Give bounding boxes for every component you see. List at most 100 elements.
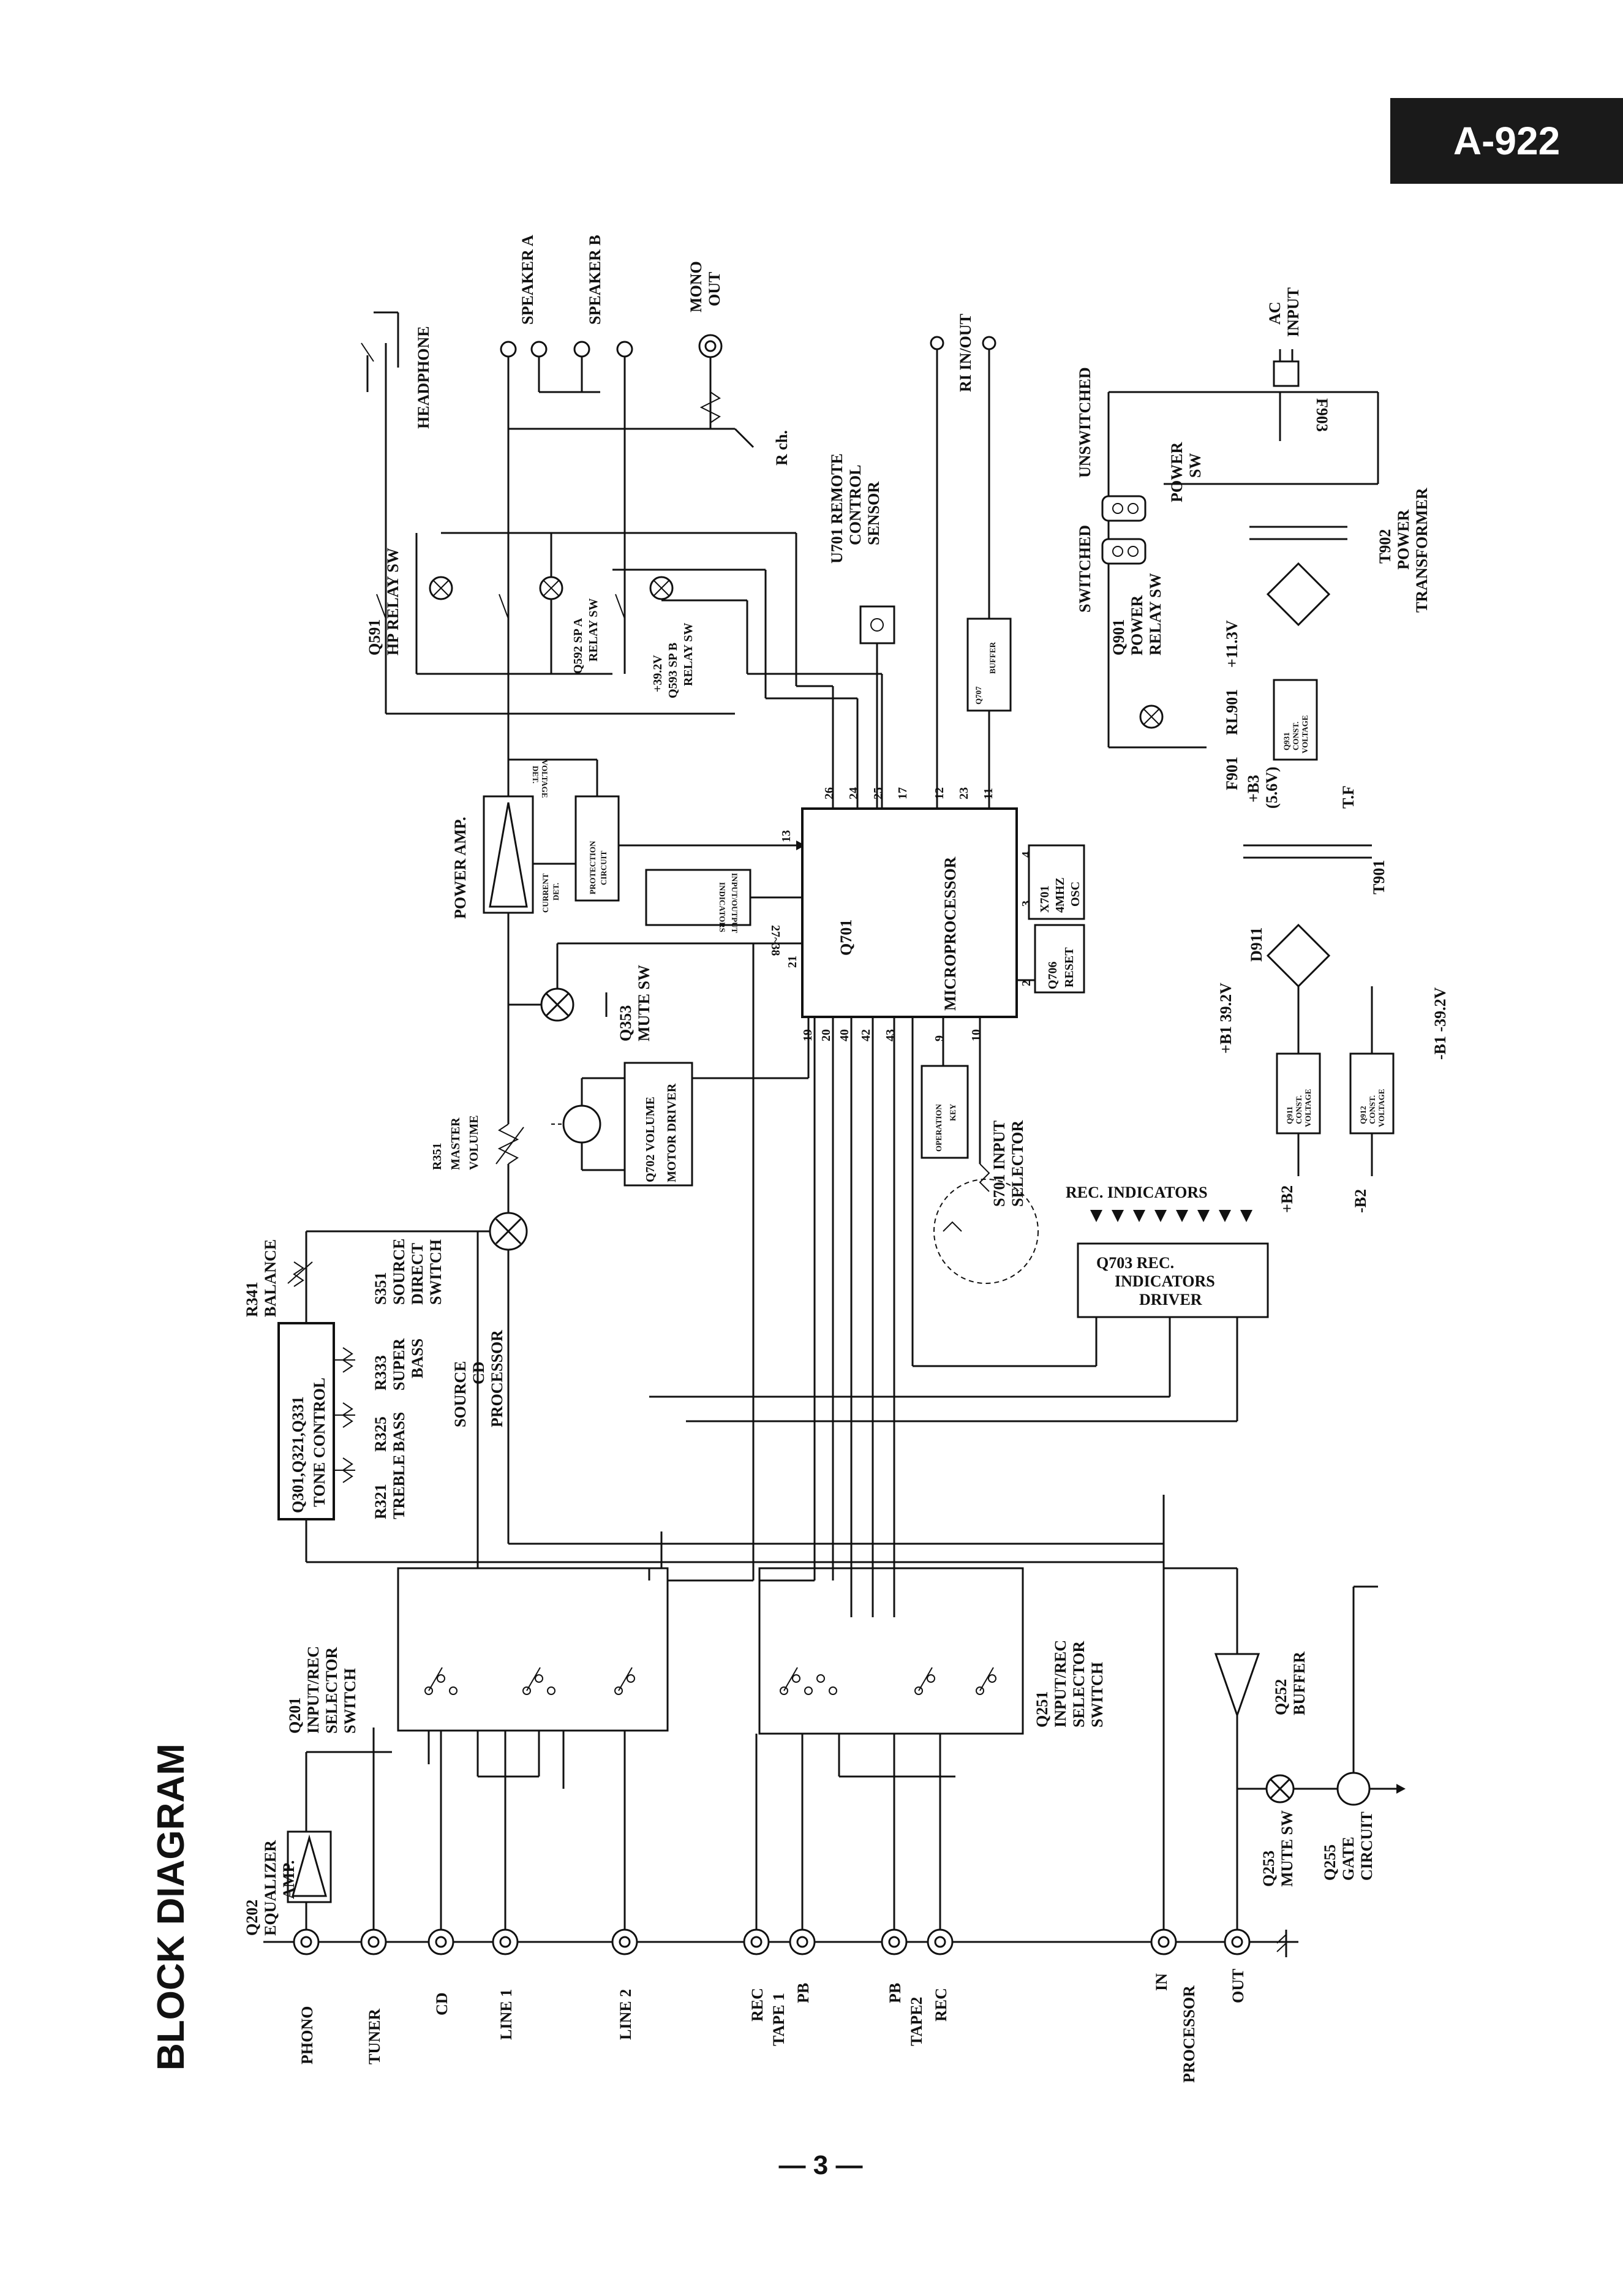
q255-gate-circuit [1294,1585,1406,1806]
r351-id: R351 [431,1143,444,1170]
source-label: SOURCE [451,1361,469,1427]
q703-line3: DRIVER [1139,1291,1202,1308]
q353-id: Q353 [617,1005,635,1041]
q706-name: RESET [1063,947,1076,988]
ac-input1: AC [1266,301,1284,325]
input-label-tape1-rec: REC [748,1988,766,2022]
q255-id: Q255 [1321,1845,1339,1881]
processor-out-jack [1224,1928,1251,1955]
q593-line2: RELAY SW [682,622,695,686]
q202-name1: EQUALIZER [262,1840,279,1936]
pin-42: 42 [859,1029,873,1041]
q202-equalizer-amp [287,1751,392,1903]
pin-9: 9 [933,1035,946,1041]
protection-circuit [508,758,805,902]
io-indicators [645,869,802,926]
ac-input2: INPUT [1284,287,1302,337]
u701-line3: SENSOR [865,481,883,545]
q702-line2: MOTOR DRIVER [665,1083,679,1182]
q201-selector-switch [397,1531,669,1789]
q251-name1: INPUT/REC [1052,1640,1069,1728]
current-det1: CURRENT [541,873,550,913]
headphone-jack [361,311,399,392]
ri-inout: RI IN/OUT [957,314,974,392]
f903: F903 [1313,398,1331,432]
q701-name: MICROPROCESSOR [941,856,959,1011]
pin-20: 20 [819,1029,833,1041]
q253-name: MUTE SW [1278,1810,1296,1887]
b3-2: (5.6V) [1263,766,1281,809]
speaker-terminals [500,341,633,429]
r333-id: R333 [372,1355,390,1391]
input-jacks [263,1928,1298,1957]
b1-pos: +B1 39.2V [1217,983,1235,1054]
u701-sensor [859,605,895,809]
r341-balance-pot [287,1261,313,1287]
q202-id: Q202 [243,1900,261,1936]
cd-jack [427,1928,454,1955]
s351-name1: SOURCE [390,1239,408,1305]
q591-id: Q591 [366,619,383,655]
tape1-pb-jack [789,1928,816,1955]
q252-name: BUFFER [1290,1652,1308,1715]
source-mixer-node [489,1164,528,1251]
input-label-cd: CD [433,1992,451,2015]
input-label-tape2-pb: PB [886,1983,904,2003]
op-key1: OPERATION [934,1104,943,1152]
input-label-phono: PHONO [298,2006,316,2064]
q706-reset [1017,924,1085,994]
q931-1: Q931 [1282,732,1291,750]
q253-mute-sw [1237,1774,1295,1803]
model-badge: A-922 [1390,98,1623,184]
power-sw1: POWER [1168,442,1186,502]
q251-name2: SELECTOR [1070,1641,1088,1728]
source-direct-lines [476,1231,1165,1568]
input-label-tape2-rec: REC [932,1988,950,2022]
rec-indicator-leds [1090,1210,1252,1222]
input-label-tape1: TAPE 1 [770,1993,788,2046]
q593-line1: Q593 SP B [666,643,680,698]
protection1: PROTECTION [588,840,597,894]
x701-oscillator [1028,844,1085,920]
input-label-processor-in: IN [1153,1973,1170,1991]
op-key2: KEY [948,1103,957,1121]
headphone-label: HEADPHONE [415,326,432,429]
tuner-jack [360,1928,387,1955]
input-label-processor-out: OUT [1229,1969,1247,2003]
q252-id: Q252 [1272,1679,1290,1715]
q901-line3: RELAY SW [1147,573,1164,655]
q201-name2: SELECTOR [323,1647,341,1734]
t902-name2: TRANSFORMER [1413,488,1431,613]
r341-name: BALANCE [262,1239,279,1317]
tone-line1: Q301,Q321,Q331 [289,1396,307,1513]
unswitched-label: UNSWITCHED [1076,367,1094,478]
relay-section [376,355,883,809]
tf-label: T.F [1339,785,1357,809]
x701-freq: 4MHZ [1053,877,1067,913]
s701-name: SELECTOR [1009,1120,1026,1207]
switched-label: SWITCHED [1076,525,1094,613]
protection2: CIRCUIT [599,850,608,885]
q701-id: Q701 [837,920,855,956]
pin-21: 21 [786,956,799,968]
r333-name1: SUPER [390,1339,408,1391]
rec-indicators-label: REC. INDICATORS [1066,1184,1208,1201]
d911-label: D911 [1248,927,1265,962]
q912-2: CONST. [1368,1095,1377,1124]
mono-out-jack [674,334,755,448]
mono-out2: OUT [706,272,723,306]
current-det2: DET. [551,883,560,901]
power-amp [483,355,576,1017]
power-amp-label: POWER AMP. [451,817,469,919]
q703-rec-indicators-driver [649,1242,1269,1422]
voltage-det1: VOLTAGE [540,760,549,798]
power-supply-section [1101,349,1395,1176]
tape2-pb-jack [881,1928,908,1955]
s351-name2: DIRECT [409,1243,426,1305]
q353-name: MUTE SW [635,965,653,1041]
pin-24: 24 [847,787,860,799]
input-label-tape1-pb: PB [794,1983,812,2003]
q901-line1: Q901 [1110,619,1128,655]
v113: +11.3V [1223,620,1241,668]
pin-13: 13 [780,830,793,842]
